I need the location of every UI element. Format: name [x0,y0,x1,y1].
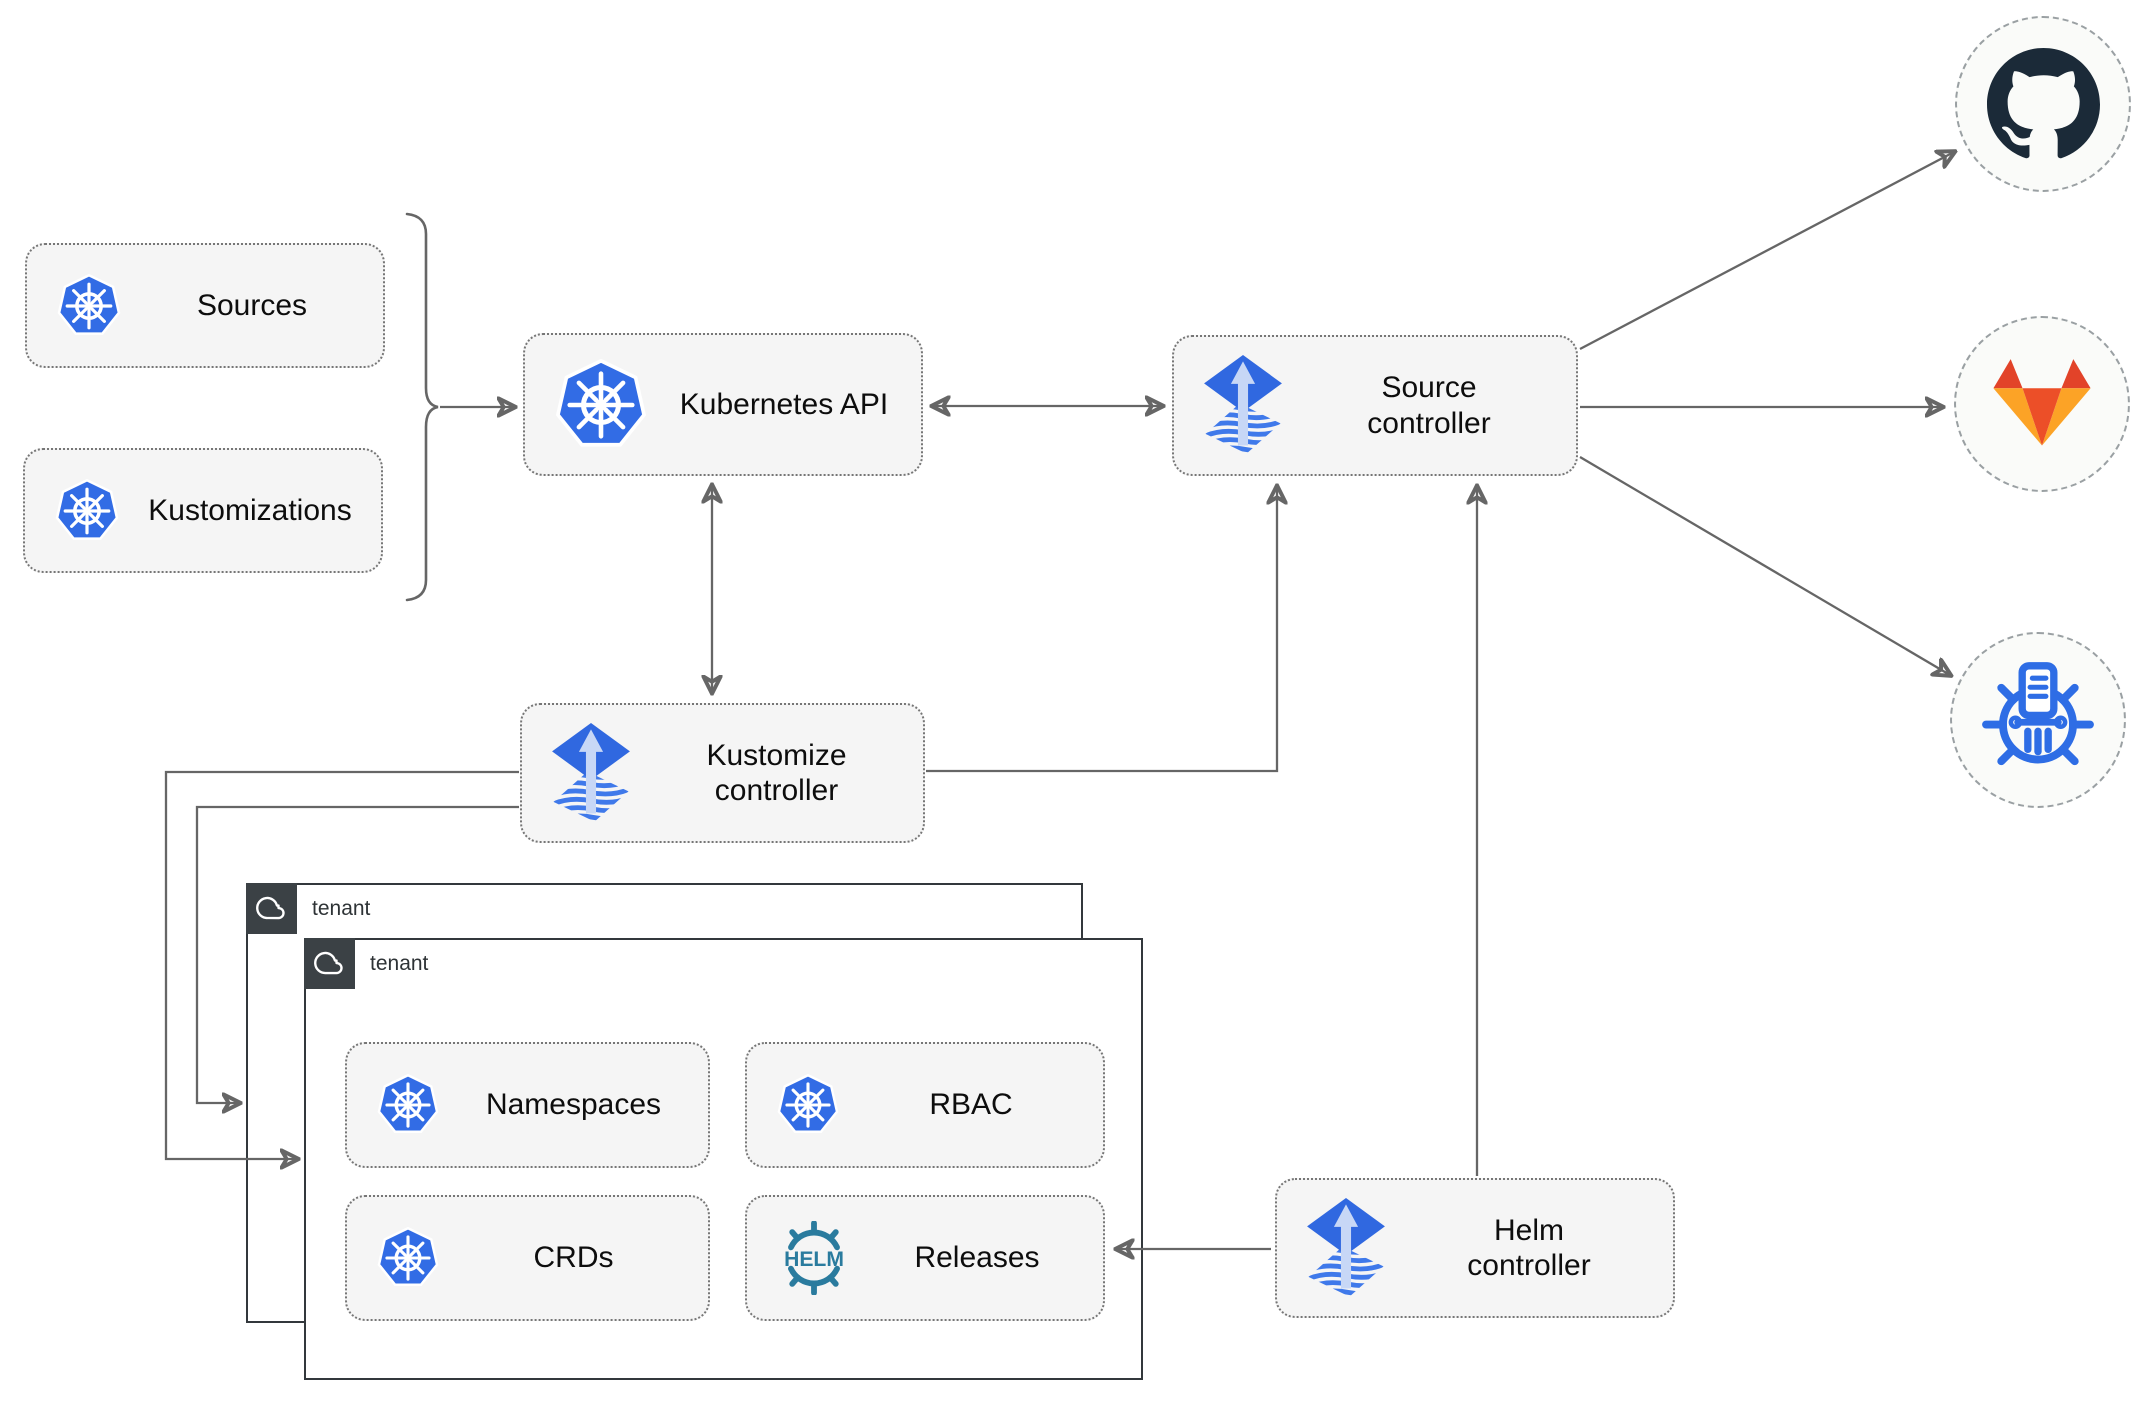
endpoint-registry [1950,632,2126,808]
kubernetes-icon [377,1074,439,1136]
node-label: Kubernetes API [679,387,889,421]
kubernetes-icon [57,273,121,338]
grouping-brace [405,212,439,602]
connector-kustomizectl-sourcectl [926,487,1277,773]
node-label: Releases [914,1241,1040,1275]
node-label: CRDs [533,1241,614,1275]
node-label: Sources [196,288,308,322]
flux-icon [552,722,630,824]
node-source-controller: Source controller [1172,335,1578,476]
node-kubernetes-api: Kubernetes API [523,333,923,476]
cloud-icon [256,893,286,923]
node-label: Source controller [1367,371,1491,440]
node-crds: CRDs [345,1195,710,1321]
tenant-label: tenant [370,952,429,975]
node-label: RBAC [929,1088,1013,1122]
node-label: Kustomizations [148,493,352,527]
flux-icon [1204,355,1282,456]
cloud-icon [314,948,344,978]
kubernetes-icon [377,1227,439,1289]
node-label: Helm controller [1467,1213,1591,1282]
connector-sourcectl-github [1579,152,1954,351]
helm-logo-text: HELM [784,1248,844,1271]
node-namespaces: Namespaces [345,1042,710,1168]
node-sources: Sources [25,243,385,368]
node-kustomize-controller: Kustomize controller [520,703,925,843]
node-label: Kustomize controller [706,738,847,807]
node-rbac: RBAC [745,1042,1105,1168]
endpoint-gitlab [1954,316,2130,492]
kubernetes-icon [777,1074,839,1136]
flux-icon [1307,1197,1385,1299]
container-registry-wheel-icon [1977,659,2099,781]
kubernetes-icon [55,478,119,543]
gitlab-tanuki-icon [1988,358,2096,451]
connector-sourcectl-registry [1579,456,1950,675]
node-releases: HELM Releases [745,1195,1105,1321]
node-label: Namespaces [485,1088,662,1122]
tenant-label: tenant [312,897,371,920]
github-octocat-icon [1986,47,2100,161]
tenant-header [245,882,297,934]
node-helm-controller: Helm controller [1275,1178,1675,1318]
tenant-header [303,937,355,989]
endpoint-github [1955,16,2131,192]
helm-wheel-icon: HELM [777,1221,851,1295]
node-kustomizations: Kustomizations [23,448,383,573]
kubernetes-icon [555,358,647,451]
